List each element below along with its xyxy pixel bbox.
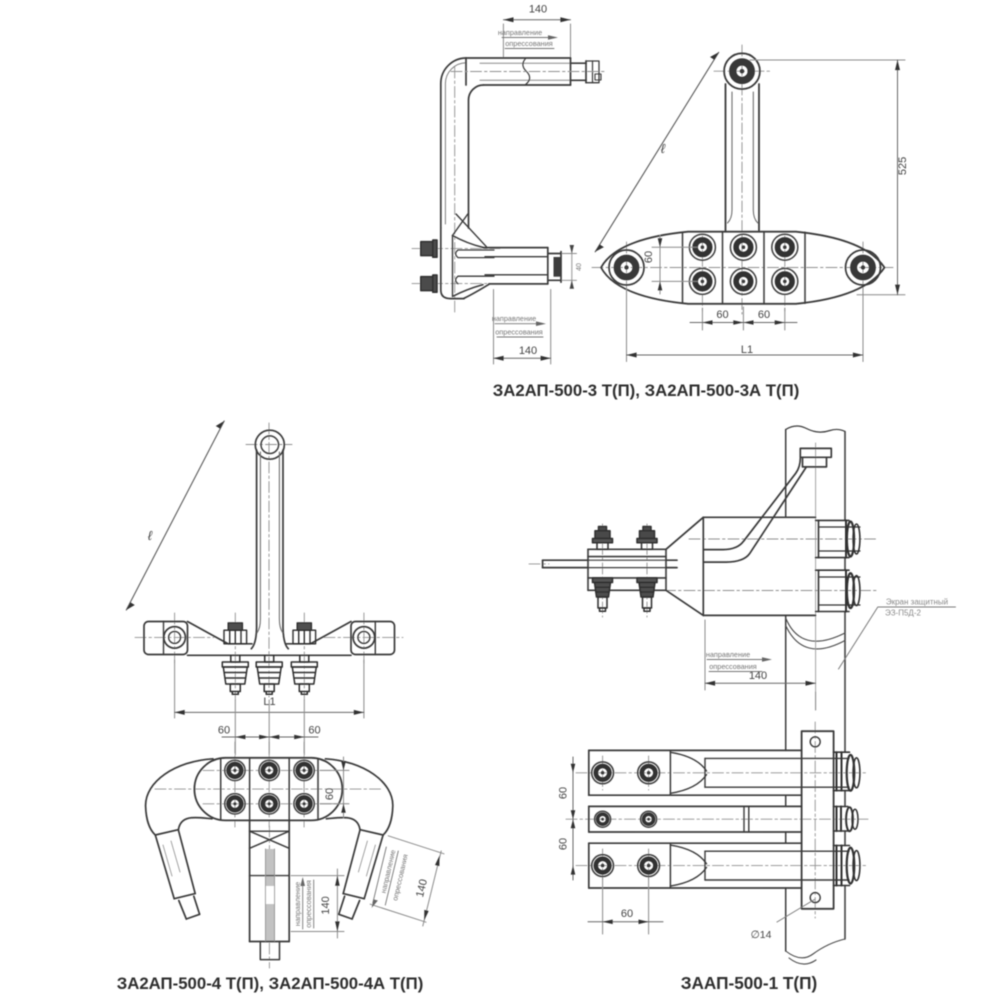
- svg-text:ЗААП-500-1 Т(П): ЗААП-500-1 Т(П): [681, 973, 817, 993]
- svg-text:ЗА2АП-500-3 Т(П), ЗА2АП-500-3А: ЗА2АП-500-3 Т(П), ЗА2АП-500-3А Т(П): [493, 381, 800, 400]
- svg-text:60: 60: [218, 725, 230, 737]
- svg-text:опрессования: опрессования: [495, 328, 543, 337]
- svg-text:опрессования: опрессования: [709, 662, 757, 671]
- svg-text:60: 60: [621, 908, 633, 920]
- svg-text:140: 140: [414, 878, 430, 899]
- svg-text:525: 525: [897, 157, 909, 175]
- svg-text:направление: направление: [498, 28, 542, 37]
- svg-text:140: 140: [519, 345, 537, 357]
- svg-text:140: 140: [320, 896, 332, 914]
- svg-text:∅14: ∅14: [751, 929, 772, 941]
- svg-text:опрессования: опрессования: [304, 880, 313, 928]
- svg-text:опрессования: опрессования: [505, 39, 553, 48]
- svg-text:140: 140: [529, 4, 547, 16]
- svg-text:60: 60: [558, 787, 570, 799]
- svg-text:направление: направление: [492, 314, 536, 323]
- svg-text:направление: направление: [706, 650, 750, 659]
- svg-text:60: 60: [558, 838, 570, 850]
- svg-text:60: 60: [758, 309, 770, 321]
- svg-text:ℓ: ℓ: [661, 141, 666, 156]
- svg-text:Экран защитный: Экран защитный: [886, 598, 948, 607]
- svg-text:60: 60: [643, 251, 655, 263]
- svg-text:направление: направление: [293, 882, 302, 926]
- svg-text:140: 140: [749, 670, 767, 682]
- svg-text:ЭЗ-П5Д-2: ЭЗ-П5Д-2: [885, 609, 921, 618]
- svg-text:60: 60: [308, 725, 320, 737]
- svg-text:60: 60: [324, 788, 336, 800]
- svg-text:L1: L1: [741, 344, 753, 356]
- svg-text:40: 40: [576, 263, 583, 271]
- svg-text:60: 60: [716, 309, 728, 321]
- svg-text:ℓ: ℓ: [148, 528, 153, 543]
- svg-text:ЗА2АП-500-4 Т(П), ЗА2АП-500-4А: ЗА2АП-500-4 Т(П), ЗА2АП-500-4А Т(П): [117, 974, 424, 993]
